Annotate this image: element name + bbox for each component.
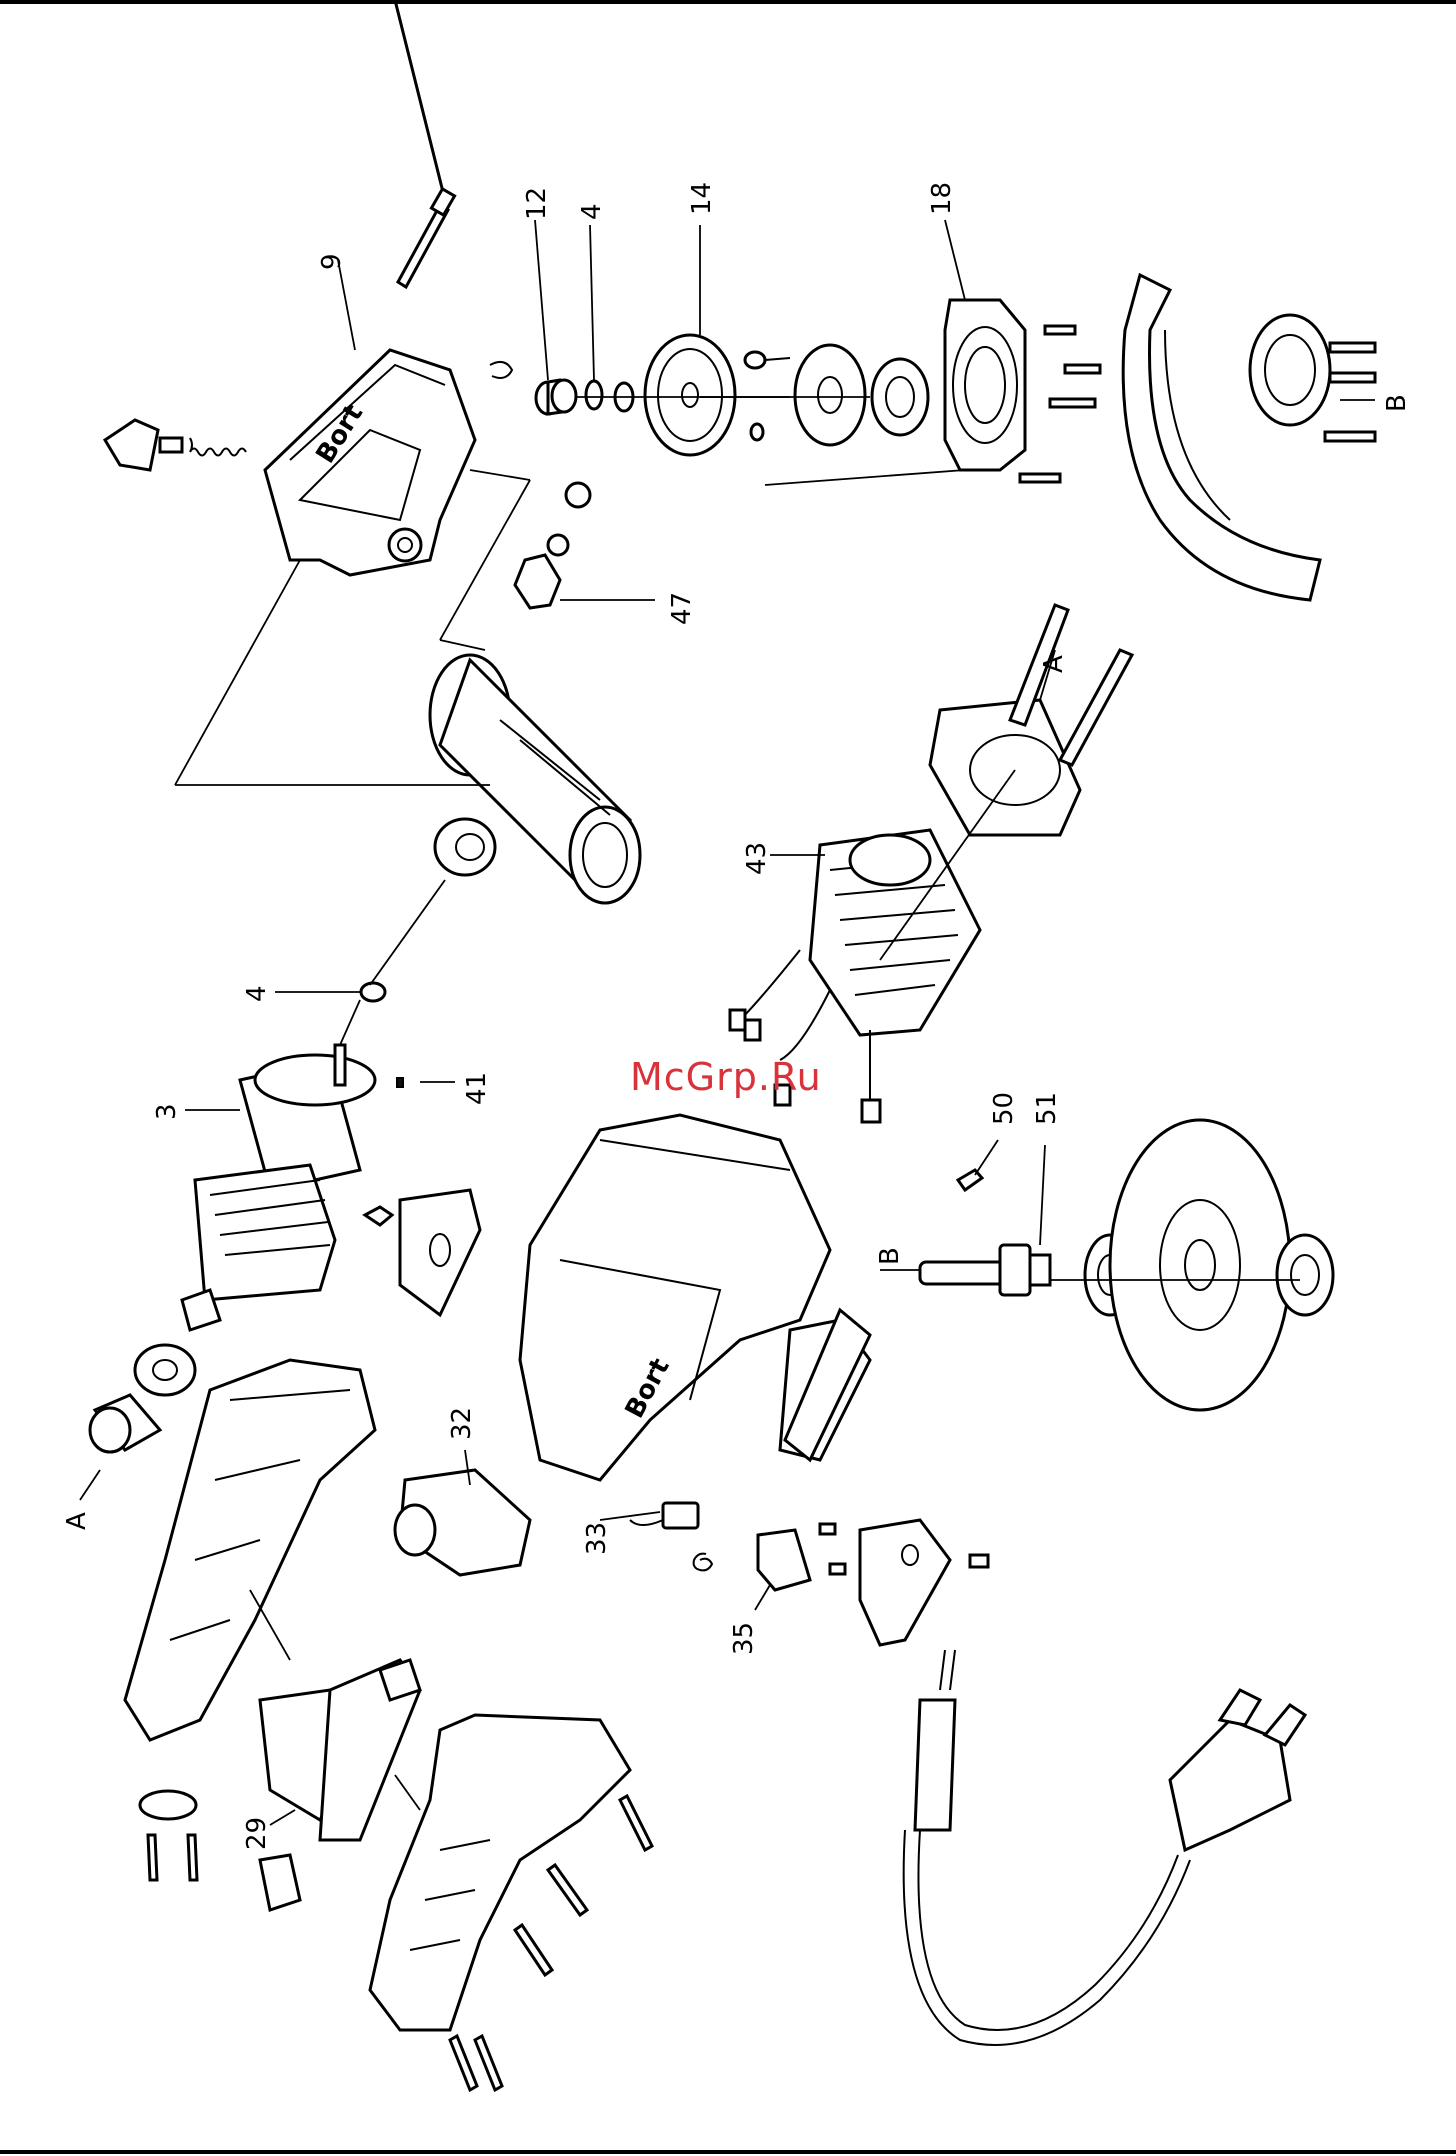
callout-47: 47 [667,592,697,625]
spindle-51 [920,1245,1050,1295]
key-50 [958,1170,982,1190]
bearing-flange-18 [945,300,1100,482]
callout-a-bearing: A [62,1512,92,1530]
brush-cap-32 [395,1470,530,1575]
bevel-gear-14 [645,335,735,455]
bearing [872,359,928,435]
guard-screws [1325,343,1375,441]
rear-handle-cover [370,1715,652,2090]
callout-29: 29 [242,1817,272,1850]
cover-plate-lower [860,1520,988,1645]
rear-handle-half [125,1360,375,1740]
spindle-lock [105,420,246,470]
circlip-4b [361,983,385,1001]
callout-50: 50 [989,1092,1019,1125]
brush-plate [365,1190,480,1315]
outer-flange-nut [1277,1235,1333,1315]
power-cord [904,1650,1305,2045]
sleeve-a [90,1395,160,1452]
switch-assembly-29 [260,1660,420,1840]
callout-35: 35 [729,1622,759,1655]
field-ring-a [930,605,1132,835]
wheel-guard [1123,275,1375,600]
screw-9 [395,0,455,287]
flange-screws [1020,326,1100,482]
callout-14: 14 [687,182,717,215]
bearing-upper [435,819,495,875]
flange-plate [745,345,865,445]
callout-43: 43 [742,842,772,875]
callout-18: 18 [927,182,957,215]
callout-12: 12 [522,187,552,220]
switch-35 [758,1524,845,1590]
clip [490,362,512,378]
callout-a-ring: A [1039,655,1069,673]
grinding-wheel [1110,1120,1290,1410]
callout-b-guard: B [1382,394,1412,412]
nut-47 [515,483,590,608]
callout-4b: 4 [242,985,272,1002]
cable-clamp [140,1791,197,1880]
bearing-lower [135,1345,195,1395]
sleeve-12 [536,380,576,414]
watermark: McGrp.Ru [630,1055,822,1099]
callout-3: 3 [152,1103,182,1120]
circlip-4 [586,381,602,409]
gear-housing: Bort [265,350,475,575]
callout-41: 41 [462,1072,492,1105]
callout-9: 9 [317,253,347,270]
armature-3 [182,1045,403,1330]
callout-32: 32 [447,1407,477,1440]
callout-4a: 4 [577,203,607,220]
callout-b-spindle: B [875,1247,905,1265]
carbon-brush-33 [630,1503,712,1570]
callout-33: 33 [582,1522,612,1555]
connector-block [260,1855,300,1910]
callout-51: 51 [1032,1092,1062,1125]
